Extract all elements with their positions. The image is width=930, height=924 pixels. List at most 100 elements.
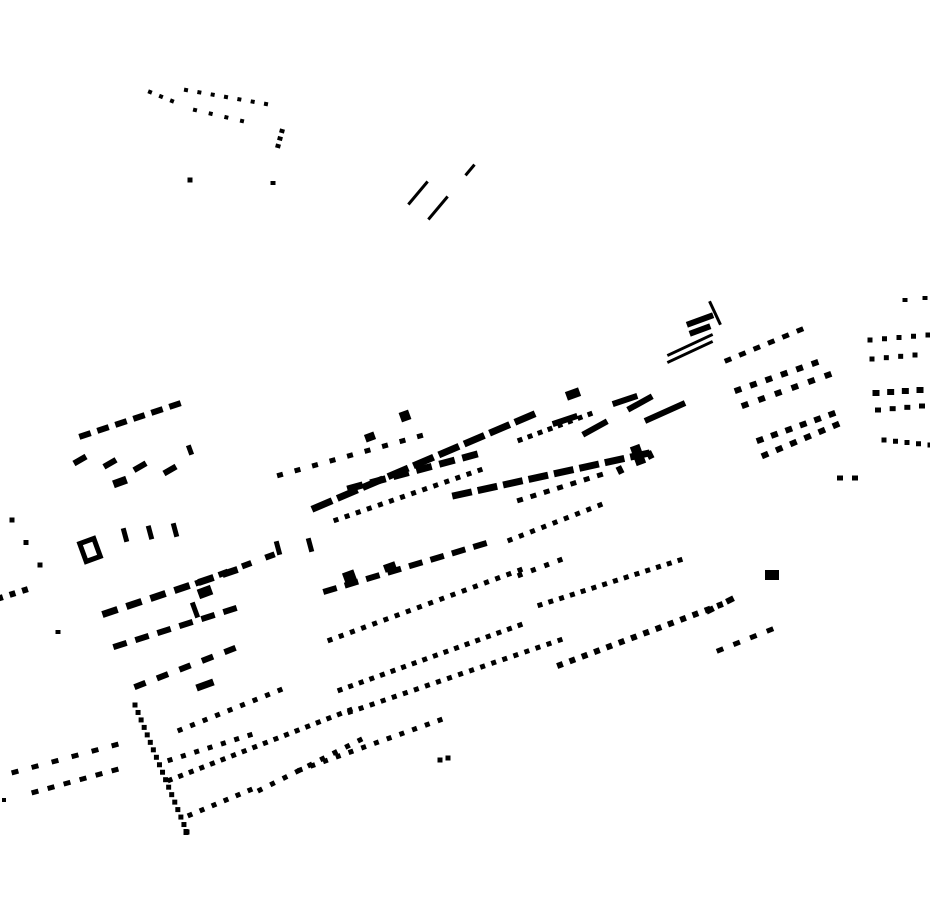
building (485, 633, 492, 640)
building (596, 501, 604, 509)
building (518, 532, 525, 539)
building (774, 444, 784, 454)
building (760, 450, 770, 460)
building (601, 581, 608, 588)
building (556, 636, 564, 644)
building (237, 97, 242, 102)
building (705, 605, 715, 615)
building (823, 370, 833, 380)
building (474, 637, 481, 644)
building (78, 430, 92, 440)
building (197, 574, 215, 586)
building (807, 376, 816, 386)
building (516, 571, 524, 579)
building (716, 601, 724, 609)
building (185, 444, 195, 456)
building (389, 667, 397, 675)
building (463, 640, 471, 648)
building (755, 435, 765, 445)
building (186, 811, 194, 819)
building (749, 633, 758, 641)
building (629, 633, 638, 642)
building (233, 736, 240, 743)
building (564, 387, 582, 401)
building (55, 630, 61, 634)
building (393, 612, 401, 619)
building (256, 786, 264, 794)
building (789, 438, 798, 448)
building (596, 471, 604, 479)
building (210, 801, 218, 809)
building (407, 180, 429, 206)
building (411, 725, 418, 733)
building (239, 701, 246, 709)
building (889, 406, 896, 412)
building (410, 489, 417, 497)
building (424, 682, 431, 689)
building (309, 762, 316, 769)
building (398, 730, 406, 737)
building (442, 648, 450, 655)
building (360, 624, 367, 631)
building (402, 689, 409, 697)
building (708, 300, 722, 326)
building (881, 437, 887, 443)
building (551, 519, 559, 526)
building (831, 420, 841, 430)
building (112, 640, 128, 650)
building (195, 678, 215, 692)
building (8, 590, 17, 598)
building (78, 775, 88, 783)
building (112, 475, 128, 489)
building (666, 340, 714, 364)
building (896, 335, 902, 340)
building (529, 528, 536, 535)
building (586, 410, 594, 418)
building (177, 772, 184, 780)
building (156, 762, 162, 768)
building (208, 111, 214, 117)
building (230, 752, 237, 759)
building (343, 512, 351, 520)
building (623, 574, 630, 581)
building (443, 478, 450, 485)
building (412, 453, 435, 470)
building (872, 390, 880, 396)
building (273, 540, 283, 556)
building (30, 763, 40, 770)
building (398, 409, 412, 423)
building (197, 90, 202, 95)
building (135, 709, 141, 715)
building (468, 667, 475, 674)
building (147, 89, 153, 95)
building (922, 296, 928, 300)
building (435, 678, 442, 685)
building (368, 701, 376, 708)
building (817, 426, 827, 436)
building (476, 466, 484, 474)
building (580, 651, 589, 660)
building (429, 552, 445, 563)
building (666, 619, 675, 628)
building (275, 143, 281, 149)
building (436, 716, 444, 724)
building (585, 506, 592, 513)
building (427, 599, 434, 607)
building (388, 497, 395, 504)
building (715, 646, 725, 654)
building (579, 588, 587, 595)
building (0, 594, 4, 602)
building (479, 663, 486, 670)
building (173, 582, 191, 594)
building (169, 98, 175, 104)
building (283, 731, 290, 738)
building (893, 438, 898, 444)
building (178, 662, 192, 673)
building (392, 469, 410, 481)
building (200, 612, 216, 622)
building (311, 462, 319, 469)
building (176, 726, 184, 734)
building (605, 642, 614, 651)
building (516, 436, 524, 444)
